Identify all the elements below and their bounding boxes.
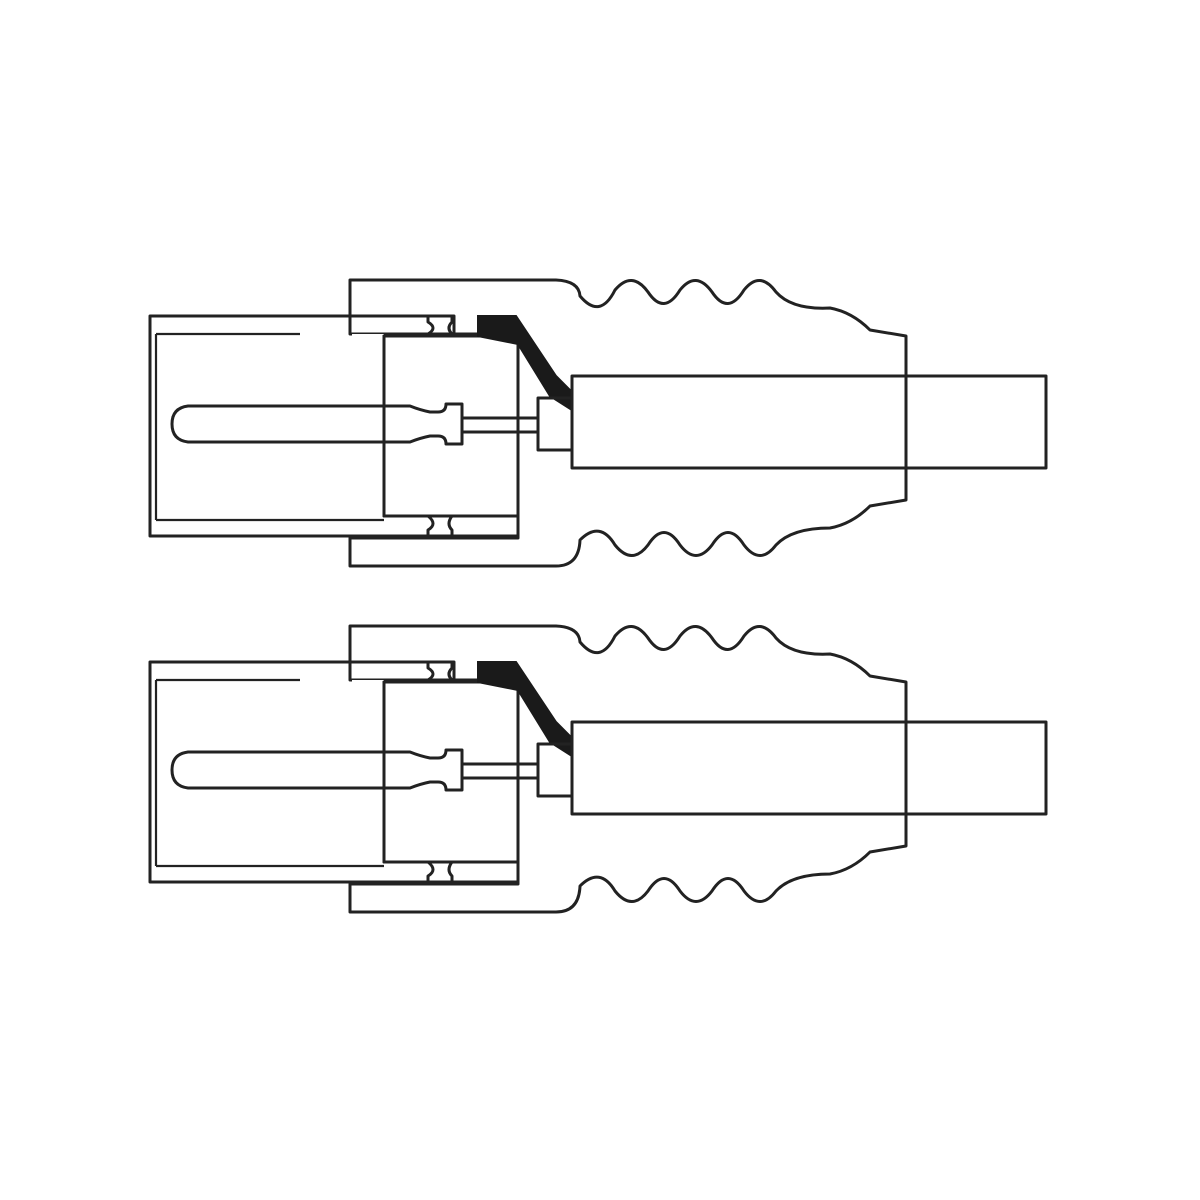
connector-1 <box>148 278 1048 568</box>
connector-2 <box>148 624 1048 914</box>
